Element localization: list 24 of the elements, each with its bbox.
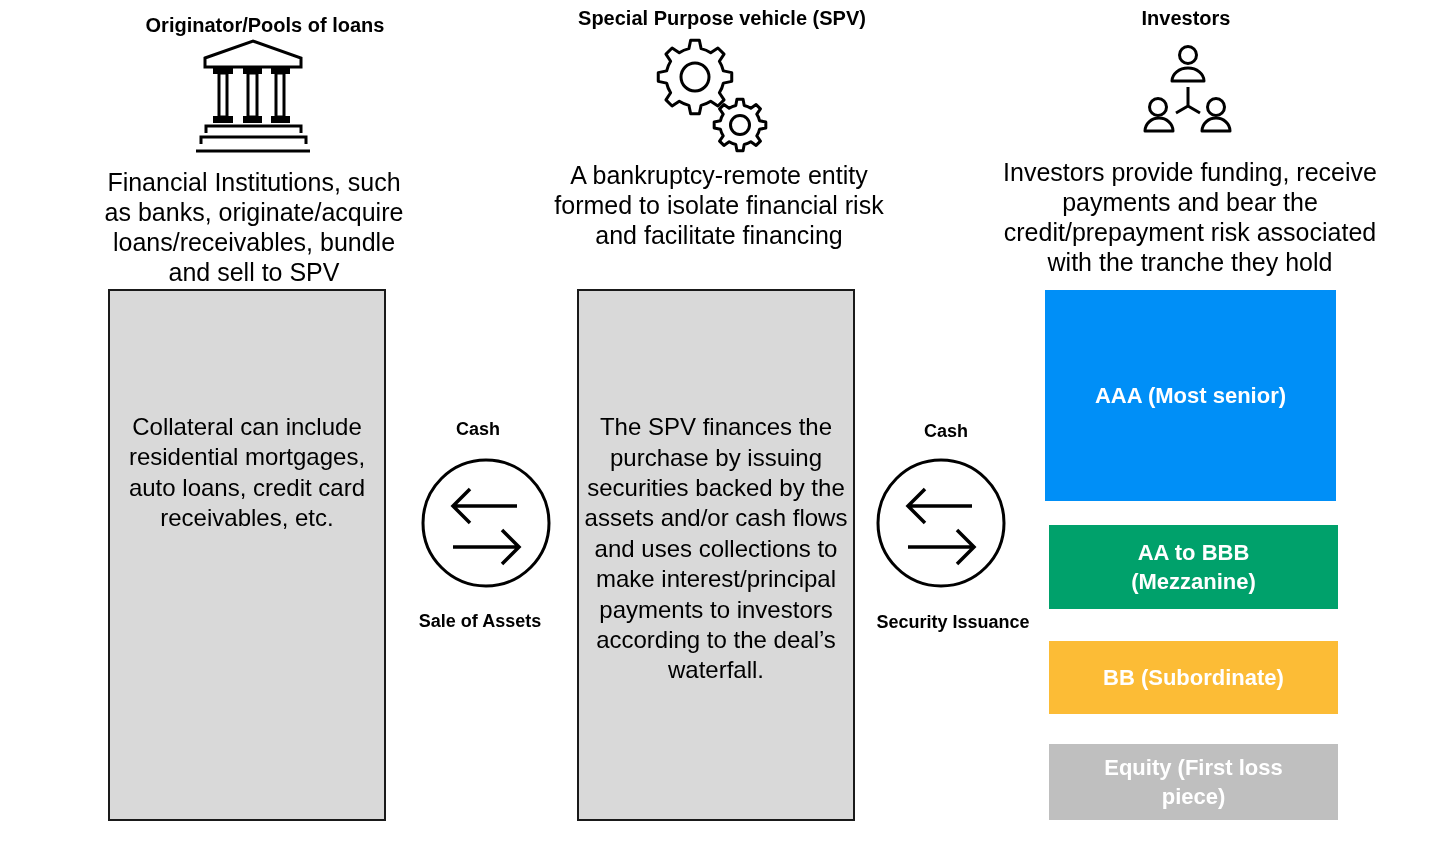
exchange-icon [420, 457, 552, 589]
exchange-icon [875, 457, 1007, 589]
flow-label: Security Issuance [876, 611, 1030, 633]
column-heading: Investors [1141, 6, 1231, 30]
panel-text: The SPV finances the purchase by issuing securities backed by the assets and/or cash flows and uses collections to make interest/principal payments to investors according to the deal’s waterfall. [583, 412, 849, 686]
description-text: Financial Institutions, such as banks, originate/acquire loans/receivables, bundle and sell to SPV [103, 167, 405, 287]
flow-label: Sale of Assets [418, 610, 542, 632]
column-heading: Special Purpose vehicle (SPV) [578, 6, 866, 30]
tranche-block [1049, 525, 1338, 609]
panel-text: Collateral can include residential mortgages, auto loans, credit card receivables, etc. [127, 412, 367, 534]
info-panel [108, 289, 386, 821]
tranche-label: BB (Subordinate) [1102, 664, 1285, 692]
flow-label: Cash [924, 420, 968, 442]
column-heading: Originator/Pools of loans [145, 13, 385, 37]
tranche-block [1049, 641, 1338, 714]
tranche-block [1049, 744, 1338, 820]
description-text: A bankruptcy-remote entity formed to isolate financial risk and facilitate financing [553, 160, 885, 250]
tranche-label: AA to BBB (Mezzanine) [1130, 539, 1257, 596]
info-panel [577, 289, 855, 821]
description-text: Investors provide funding, receive payments and bear the credit/prepayment risk associated with the tranche they hold [1002, 157, 1378, 277]
tranche-block [1045, 290, 1336, 501]
tranche-label: AAA (Most senior) [1093, 382, 1288, 410]
flow-label: Cash [456, 418, 500, 440]
tranche-label: Equity (First loss piece) [1103, 754, 1284, 811]
